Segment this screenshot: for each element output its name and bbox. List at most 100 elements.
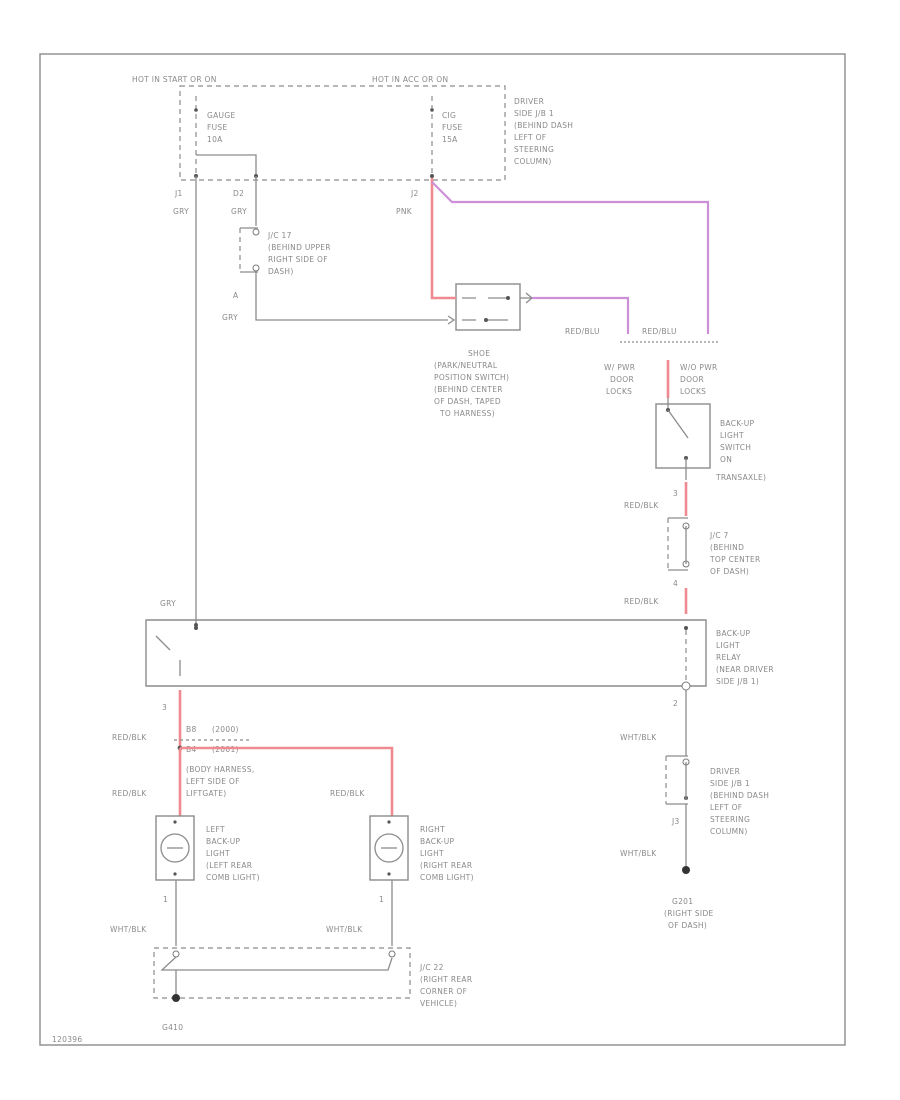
figure-code: 120396 (52, 1035, 82, 1044)
jb-lower-line6: COLUMN) (710, 827, 748, 836)
conn-1-label-left: 1 (163, 895, 168, 904)
b8-year-label: (2000) (212, 725, 239, 734)
left-lamp-line5: COMB LIGHT) (206, 873, 260, 882)
right-lamp-line4: (RIGHT REAR (420, 861, 472, 870)
jb-note-line4: LEFT OF (514, 133, 546, 142)
right-lamp-line2: BACK-UP (420, 837, 455, 846)
jc17-line2: (BEHIND UPPER (268, 243, 331, 252)
wire-gry-label-1: GRY (173, 207, 189, 216)
relay-line5: SIDE J/B 1) (716, 677, 759, 686)
park-switch-line5: OF DASH, TAPED (434, 397, 501, 406)
jb-lower-line2: SIDE J/B 1 (710, 779, 750, 788)
wo-pwr-line1: W/O PWR (680, 363, 717, 372)
body-harness-line3: LIFTGATE) (186, 789, 226, 798)
jb-note-line1: DRIVER (514, 97, 544, 106)
g201-line1: G201 (672, 897, 693, 906)
relay-line4: (NEAR DRIVER (716, 665, 774, 674)
jc22-line2: (RIGHT REAR (420, 975, 472, 984)
jc7-line2: (BEHIND (710, 543, 744, 552)
backup-light-relay: BACK-UP LIGHT RELAY (NEAR DRIVER SIDE J/… (145, 619, 774, 691)
relay-line2: LIGHT (716, 641, 740, 650)
jb-lower-line5: STEERING (710, 815, 750, 824)
backup-switch-line1: BACK-UP (720, 419, 755, 428)
ground-g201 (682, 866, 690, 874)
wire-red-blk-label-4: RED/BLK (112, 789, 147, 798)
relay-line3: RELAY (716, 653, 741, 662)
backup-switch-line4: ON (720, 455, 732, 464)
conn-a-label: A (233, 291, 239, 300)
jb-note-line2: SIDE J/B 1 (514, 109, 554, 118)
jb-note-line6: COLUMN) (514, 157, 552, 166)
jc17-line4: DASH) (268, 267, 294, 276)
red-blu-wire-park (532, 296, 630, 334)
jc17-junction: J/C 17 (BEHIND UPPER RIGHT SIDE OF DASH)… (222, 176, 448, 322)
wire-wht-blk-label-4: WHT/BLK (326, 925, 363, 934)
wire-wht-blk-label-3: WHT/BLK (110, 925, 147, 934)
left-lamp-line1: LEFT (206, 825, 225, 834)
left-backup-light: LEFT BACK-UP LIGHT (LEFT REAR COMB LIGHT… (155, 815, 260, 882)
park-switch-line4: (BEHIND CENTER (434, 385, 503, 394)
right-lamp-line1: RIGHT (420, 825, 445, 834)
wire-red-blu-label-2: RED/BLU (642, 327, 677, 336)
right-backup-light: RIGHT BACK-UP LIGHT (RIGHT REAR COMB LIG… (369, 815, 474, 882)
wire-gry-label-2: GRY (231, 207, 247, 216)
diagram-frame (39, 53, 846, 1046)
park-switch-line6: TO HARNESS) (439, 409, 495, 418)
jc7-line3: TOP CENTER (709, 555, 761, 564)
jc7-junction: J/C 7 (BEHIND TOP CENTER OF DASH) (667, 517, 761, 576)
jb-note-line3: (BEHIND DASH (514, 121, 573, 130)
wire-red-blk-label-1: RED/BLK (624, 501, 659, 510)
jc22-line3: CORNER OF (420, 987, 467, 996)
left-lamp-line2: BACK-UP (206, 837, 241, 846)
jb-lower-line3: (BEHIND DASH (710, 791, 769, 800)
conn-2-label: 2 (673, 699, 678, 708)
wire-wht-blk-label-2: WHT/BLK (620, 849, 657, 858)
jc7-line1: J/C 7 (709, 531, 729, 540)
b4-label: B4 (186, 745, 197, 754)
conn-d2-label: D2 (233, 189, 244, 198)
cig-fuse-line1: CIG (442, 111, 456, 120)
pnk-wire-to-switch (430, 178, 456, 300)
gauge-fuse-line2: FUSE (207, 123, 228, 132)
gauge-fuse-line1: GAUGE (207, 111, 235, 120)
wire-red-blk-label-5: RED/BLK (330, 789, 365, 798)
wire-pnk-label: PNK (396, 207, 413, 216)
park-switch-line3: POSITION SWITCH) (434, 373, 509, 382)
body-harness-line2: LEFT SIDE OF (186, 777, 240, 786)
red-blu-wire-direct (431, 181, 710, 334)
wire-gry-label-3: GRY (160, 599, 176, 608)
g410-label: G410 (162, 1023, 183, 1032)
conn-j1-label: J1 (174, 189, 183, 198)
conn-4-label: 4 (673, 579, 678, 588)
jb-lower-line4: LEFT OF (710, 803, 742, 812)
w-pwr-line3: LOCKS (606, 387, 632, 396)
park-neutral-switch: SHOE (PARK/NEUTRAL POSITION SWITCH) (BEH… (434, 283, 534, 418)
b8-b4-connector: B8 (2000) B4 (2001) (174, 725, 250, 754)
wo-pwr-line3: LOCKS (680, 387, 706, 396)
b8-label: B8 (186, 725, 197, 734)
backup-switch-line2: LIGHT (720, 431, 744, 440)
left-lamp-line3: LIGHT (206, 849, 230, 858)
wire-red-blk-label-3: RED/BLK (112, 733, 147, 742)
left-lamp-line4: (LEFT REAR (206, 861, 252, 870)
jc22-line4: VEHICLE) (420, 999, 457, 1008)
jb-note-line5: STEERING (514, 145, 554, 154)
jb-lower: DRIVER SIDE J/B 1 (BEHIND DASH LEFT OF S… (665, 755, 769, 836)
backup-switch-line3: SWITCH (720, 443, 751, 452)
right-lamp-line5: COMB LIGHT) (420, 873, 474, 882)
jb-lower-line1: DRIVER (710, 767, 740, 776)
cig-fuse-line3: 15A (442, 135, 458, 144)
b4-year-label: (2001) (212, 745, 239, 754)
conn-3-label-lower: 3 (162, 703, 167, 712)
jc17-line1: J/C 17 (267, 231, 292, 240)
backup-light-switch: BACK-UP LIGHT SWITCH ON TRANSAXLE) (655, 403, 766, 482)
ground-g410 (172, 994, 180, 1002)
conn-j2-label: J2 (410, 189, 419, 198)
gauge-fuse-line3: 10A (207, 135, 223, 144)
g201-line3: OF DASH) (668, 921, 707, 930)
jc7-line4: OF DASH) (710, 567, 749, 576)
park-switch-line1: SHOE (468, 349, 490, 358)
g201-line2: (RIGHT SIDE (664, 909, 714, 918)
park-switch-line2: (PARK/NEUTRAL (434, 361, 498, 370)
